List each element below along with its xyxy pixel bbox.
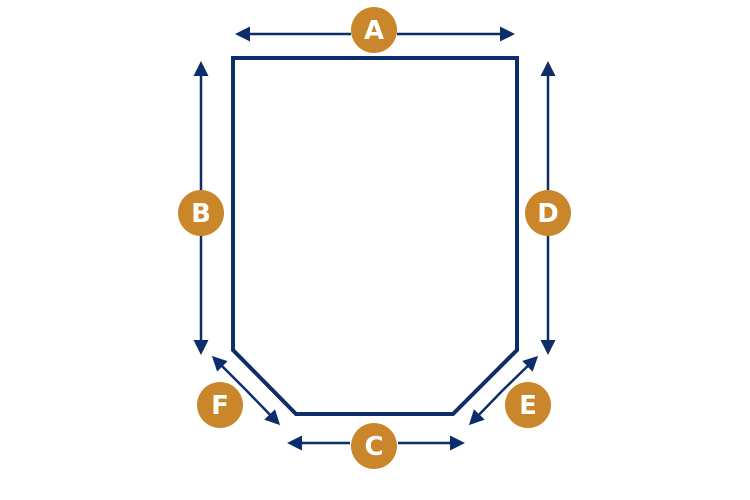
dimension-f: F [197,355,281,428]
dimension-f-arrow [211,355,247,391]
dimension-c-badge [351,423,397,469]
dimension-e-badge [505,382,551,428]
dimension-d-badge [525,190,571,236]
dimension-f-label: F [211,391,229,421]
dimension-e: E [468,355,551,428]
dimension-a-badge [351,7,397,53]
shape-outline [231,56,519,416]
dimension-d-label: D [537,199,559,229]
dimension-f-badge [197,382,243,428]
dimension-f-arrow-lower [245,389,281,426]
dimension-b-label: B [191,199,211,229]
dimension-d: D [525,61,571,355]
dimension-c: C [287,423,465,469]
dimension-c-label: C [364,432,383,462]
dimension-a: A [235,7,515,53]
dimension-b: B [178,61,224,355]
dimension-e-label: E [519,391,537,421]
dimension-e-arrow-lower [468,389,504,426]
dimension-e-arrow [502,355,539,391]
dimension-b-badge [178,190,224,236]
dimension-a-label: A [364,16,384,46]
